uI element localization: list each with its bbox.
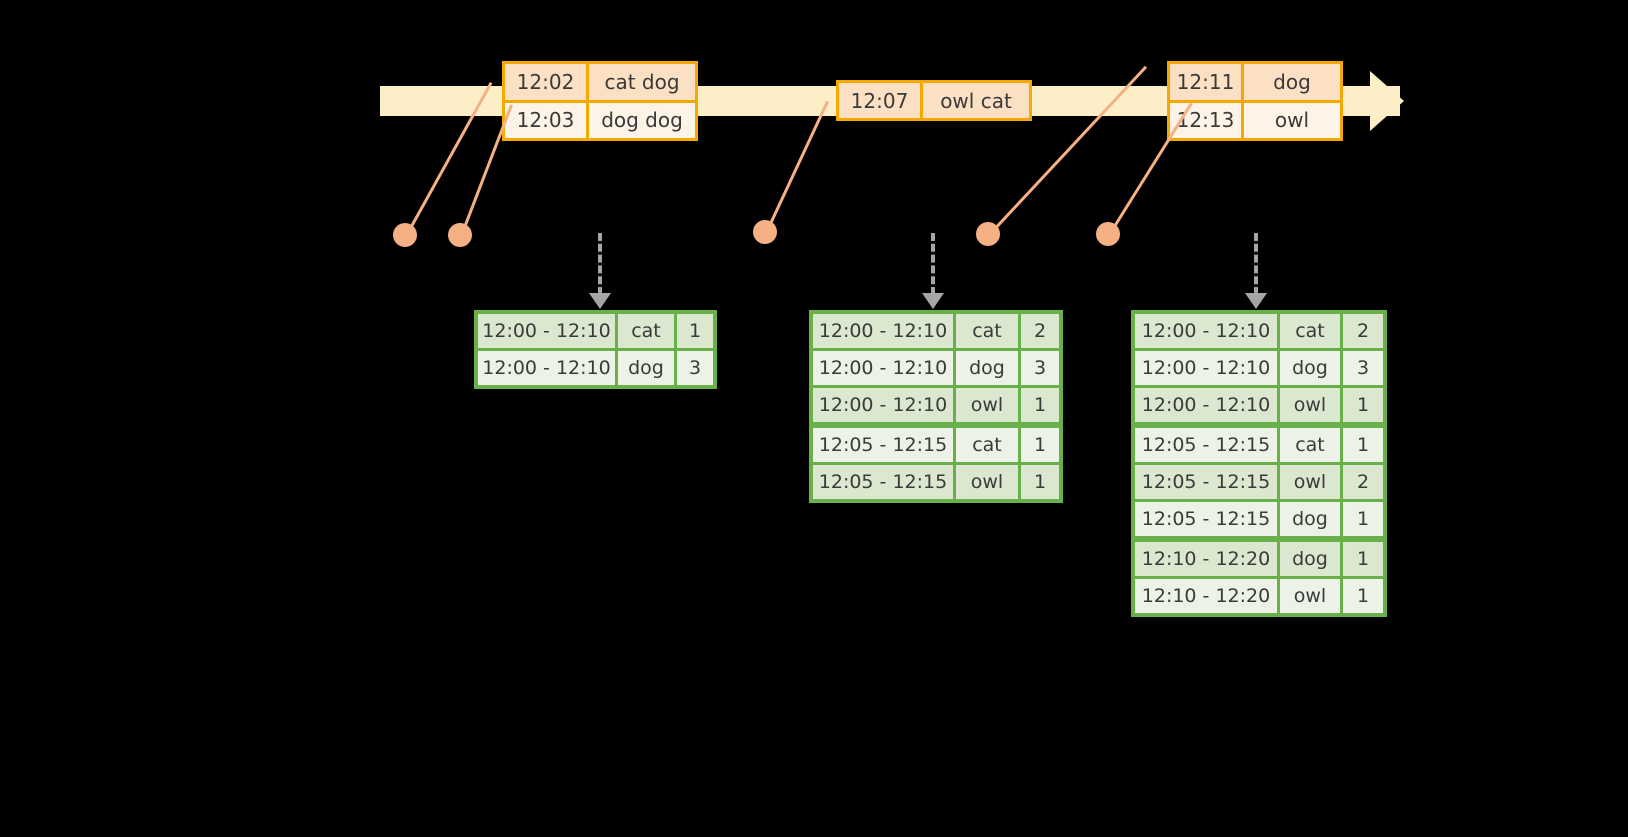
arrow-stem xyxy=(931,233,935,295)
window-range: 12:10 - 12:20 xyxy=(1135,542,1277,576)
flow-arrow-1 xyxy=(589,233,611,309)
event-box-3: 12:11 dog 12:13 owl xyxy=(1167,61,1343,141)
event-row: 12:02 cat dog xyxy=(505,64,695,100)
arrow-head-icon xyxy=(1245,293,1267,309)
event-dot xyxy=(1096,222,1120,246)
window-range: 12:05 - 12:15 xyxy=(1135,465,1277,499)
window-key: cat xyxy=(1280,428,1340,462)
event-dot xyxy=(976,222,1000,246)
window-count: 1 xyxy=(1021,465,1059,499)
window-key: dog xyxy=(618,351,674,385)
connector-line-5 xyxy=(1108,102,1193,236)
arrow-stem xyxy=(1254,233,1258,295)
window-range: 12:05 - 12:15 xyxy=(813,465,953,499)
event-row: 12:07 owl cat xyxy=(839,83,1029,118)
window-count: 1 xyxy=(1343,542,1383,576)
window-count: 2 xyxy=(1021,314,1059,348)
window-range: 12:00 - 12:10 xyxy=(1135,351,1277,385)
flow-arrow-2 xyxy=(922,233,944,309)
window-range: 12:00 - 12:10 xyxy=(1135,388,1277,422)
connector-line-3 xyxy=(765,100,829,234)
window-key: owl xyxy=(1280,579,1340,613)
window-range: 12:00 - 12:10 xyxy=(813,314,953,348)
window-range: 12:00 - 12:10 xyxy=(813,351,953,385)
window-count: 3 xyxy=(1021,351,1059,385)
window-range: 12:00 - 12:10 xyxy=(813,388,953,422)
arrow-head-icon xyxy=(922,293,944,309)
window-range: 12:00 - 12:10 xyxy=(1135,314,1277,348)
window-count: 2 xyxy=(1343,465,1383,499)
arrow-head-icon xyxy=(589,293,611,309)
window-key: dog xyxy=(1280,542,1340,576)
window-count: 1 xyxy=(1021,388,1059,422)
event-value: dog xyxy=(1244,64,1340,100)
event-dot xyxy=(393,223,417,247)
window-count: 3 xyxy=(1343,351,1383,385)
window-count: 1 xyxy=(1343,428,1383,462)
event-row: 12:11 dog xyxy=(1170,64,1340,100)
event-value: owl xyxy=(1244,102,1340,138)
window-count: 1 xyxy=(677,314,713,348)
window-key: dog xyxy=(956,351,1018,385)
window-range: 12:05 - 12:15 xyxy=(813,428,953,462)
arrow-stem xyxy=(598,233,602,295)
event-value: owl cat xyxy=(923,83,1029,118)
event-box-1: 12:02 cat dog 12:03 dog dog xyxy=(502,61,698,141)
window-count: 1 xyxy=(1343,579,1383,613)
event-dot xyxy=(448,223,472,247)
timeline-arrowhead-icon xyxy=(1370,71,1404,131)
event-value: cat dog xyxy=(589,64,695,100)
window-key: cat xyxy=(1280,314,1340,348)
window-count: 1 xyxy=(1343,502,1383,536)
event-time: 12:02 xyxy=(505,64,589,100)
event-box-2: 12:07 owl cat xyxy=(836,80,1032,121)
event-time: 12:07 xyxy=(839,83,923,118)
window-key: dog xyxy=(1280,351,1340,385)
event-time: 12:03 xyxy=(505,102,589,138)
window-count: 1 xyxy=(1343,388,1383,422)
window-count: 1 xyxy=(1021,428,1059,462)
window-range: 12:05 - 12:15 xyxy=(1135,428,1277,462)
window-key: cat xyxy=(956,428,1018,462)
window-range: 12:05 - 12:15 xyxy=(1135,502,1277,536)
flow-arrow-3 xyxy=(1245,233,1267,309)
event-row: 12:13 owl xyxy=(1170,99,1340,138)
event-value: dog dog xyxy=(589,102,695,138)
event-time: 12:11 xyxy=(1170,64,1244,100)
event-dot xyxy=(753,220,777,244)
window-count: 2 xyxy=(1343,314,1383,348)
window-range: 12:00 - 12:10 xyxy=(478,351,615,385)
window-range: 12:00 - 12:10 xyxy=(478,314,615,348)
event-time: 12:13 xyxy=(1170,102,1244,138)
window-count: 3 xyxy=(677,351,713,385)
window-key: owl xyxy=(1280,388,1340,422)
window-key: cat xyxy=(618,314,674,348)
window-key: owl xyxy=(956,465,1018,499)
window-key: owl xyxy=(1280,465,1340,499)
event-row: 12:03 dog dog xyxy=(505,99,695,138)
window-key: cat xyxy=(956,314,1018,348)
window-key: owl xyxy=(956,388,1018,422)
window-range: 12:10 - 12:20 xyxy=(1135,579,1277,613)
window-key: dog xyxy=(1280,502,1340,536)
